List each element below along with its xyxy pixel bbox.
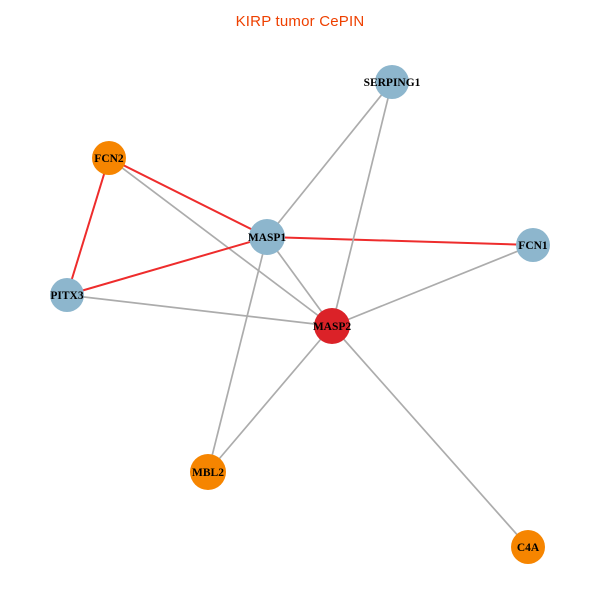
edge-FCN2-MASP2 <box>108 157 333 327</box>
edge-FCN2-MASP1 <box>108 157 268 238</box>
node-label-MBL2: MBL2 <box>192 467 224 479</box>
node-label-FCN2: FCN2 <box>94 153 124 165</box>
edge-MASP1-PITX3 <box>66 236 268 296</box>
node-label-SERPING1: SERPING1 <box>364 77 421 89</box>
edge-MASP2-PITX3 <box>66 294 333 327</box>
node-label-MASP1: MASP1 <box>248 232 287 244</box>
edge-MASP1-SERPING1 <box>266 81 393 238</box>
edge-FCN2-PITX3 <box>66 157 110 296</box>
edge-MASP2-FCN1 <box>331 244 534 327</box>
node-circle-PITX3 <box>50 278 84 312</box>
node-label-FCN1: FCN1 <box>518 240 548 252</box>
edge-MASP1-MASP2 <box>266 236 333 327</box>
node-circle-MBL2 <box>190 454 226 490</box>
node-circle-MASP1 <box>249 219 285 255</box>
edge-MASP1-FCN1 <box>266 236 534 246</box>
edge-MASP1-MBL2 <box>207 236 268 473</box>
node-circle-FCN2 <box>92 141 126 175</box>
node-label-C4A: C4A <box>517 542 540 554</box>
node-label-MASP2: MASP2 <box>313 321 352 333</box>
node-circle-SERPING1 <box>375 65 409 99</box>
node-circle-FCN1 <box>516 228 550 262</box>
edge-MASP2-C4A <box>331 325 529 548</box>
chart-title: KIRP tumor CePIN <box>235 13 365 30</box>
node-label-PITX3: PITX3 <box>50 290 83 302</box>
edge-MASP2-SERPING1 <box>331 81 393 327</box>
node-circle-C4A <box>511 530 545 564</box>
edge-MASP2-MBL2 <box>207 325 333 473</box>
node-circle-MASP2 <box>314 308 350 344</box>
